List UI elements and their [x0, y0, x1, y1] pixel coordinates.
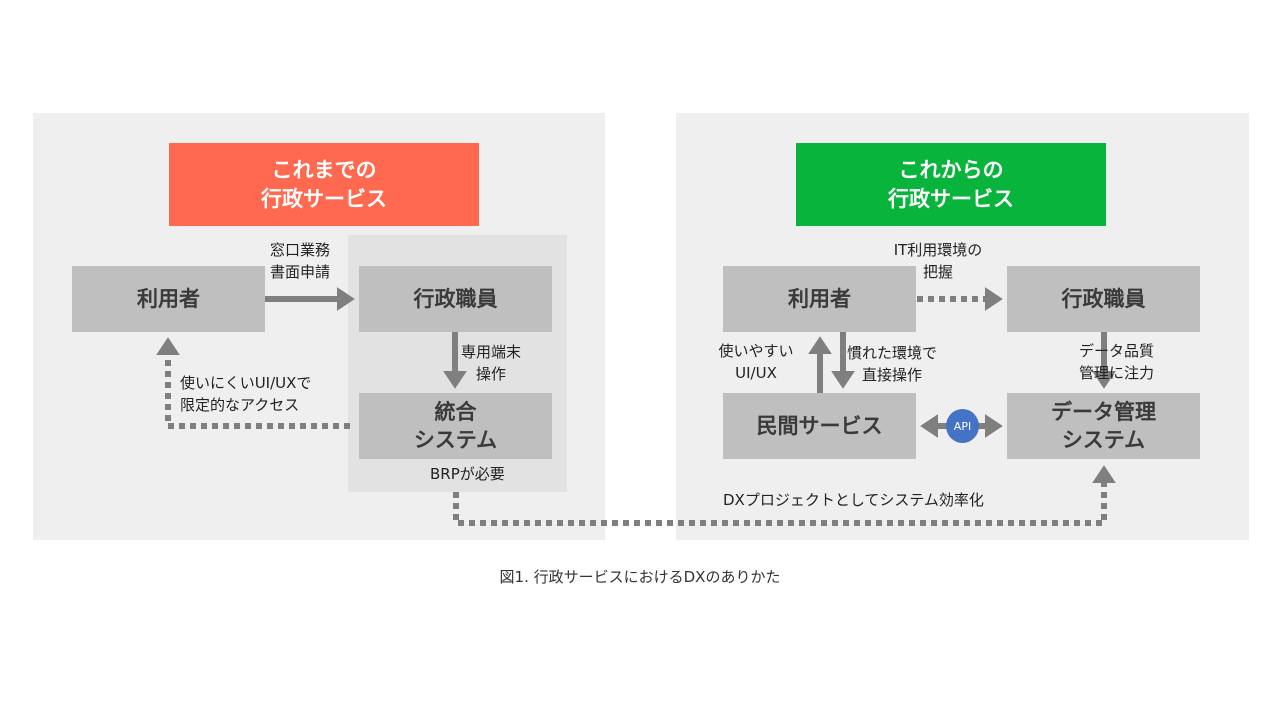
left-system-box: 統合システム — [359, 393, 552, 459]
left-user-staff-label: 窓口業務書面申請 — [270, 239, 330, 283]
right-private-user-label: 使いやすい UI/UX — [710, 340, 802, 384]
right-user-staff-label: IT利用環境の把握 — [888, 239, 988, 283]
label-line: 限定的なアクセス — [180, 396, 300, 414]
label-line: 管理に注力 — [1079, 364, 1155, 382]
right-user-box: 利用者 — [723, 266, 916, 332]
label-line: 専用端末 — [461, 343, 522, 361]
data-system-line2: システム — [1061, 428, 1146, 452]
right-user-label: 利用者 — [788, 287, 851, 311]
label-line: 操作 — [476, 365, 507, 383]
label-line: 直接操作 — [861, 366, 922, 384]
label-line: 把握 — [922, 263, 953, 281]
left-staff-system-label: 専用端末操作 — [461, 341, 521, 385]
label-line: 使いにくいUI/UXで — [180, 374, 312, 392]
right-header-line2: 行政サービス — [888, 186, 1014, 211]
api-label: API — [953, 419, 972, 433]
label-line: 書面申請 — [270, 263, 331, 281]
brp-note: BRPが必要 — [430, 465, 505, 483]
left-user-box: 利用者 — [72, 266, 265, 332]
label-line: 窓口業務 — [270, 241, 331, 259]
right-staff-box: 行政職員 — [1007, 266, 1200, 332]
left-staff-box: 行政職員 — [359, 266, 552, 332]
left-system-user-arrow — [156, 337, 350, 429]
figure-caption: 図1. 行政サービスにおけるDXのありかた — [499, 568, 781, 586]
api-badge: API — [946, 409, 979, 443]
data-system-box: データ管理システム — [1007, 393, 1200, 459]
label-line: UI/UX — [735, 364, 777, 382]
right-header: これからの行政サービス — [796, 143, 1106, 226]
left-staff-label: 行政職員 — [413, 287, 498, 311]
right-header-line1: これからの — [898, 157, 1004, 182]
label-line: データ品質 — [1079, 342, 1155, 360]
left-user-label: 利用者 — [137, 287, 200, 311]
left-header-line2: 行政サービス — [261, 186, 387, 211]
dx-connector-label: DXプロジェクトとしてシステム効率化 — [723, 491, 984, 509]
right-user-private-label: 慣れた環境で直接操作 — [836, 342, 948, 386]
label-line: IT利用環境の — [893, 241, 983, 259]
left-header-line1: これまでの — [271, 157, 377, 182]
left-system-line2: システム — [413, 428, 498, 452]
label-line: 慣れた環境で — [846, 344, 937, 362]
right-staff-label: 行政職員 — [1061, 287, 1146, 311]
private-service-box: 民間サービス — [723, 393, 916, 459]
left-header: これまでの行政サービス — [169, 143, 479, 226]
data-system-line1: データ管理 — [1051, 400, 1156, 424]
label-line: 使いやすい — [718, 342, 794, 360]
private-service-label: 民間サービス — [756, 414, 883, 438]
left-system-user-label: 使いにくいUI/UXで限定的なアクセス — [180, 372, 311, 416]
left-system-line1: 統合 — [434, 400, 477, 424]
right-staff-data-label: データ品質管理に注力 — [1079, 340, 1154, 384]
dx-connector-arrow — [453, 465, 1116, 526]
